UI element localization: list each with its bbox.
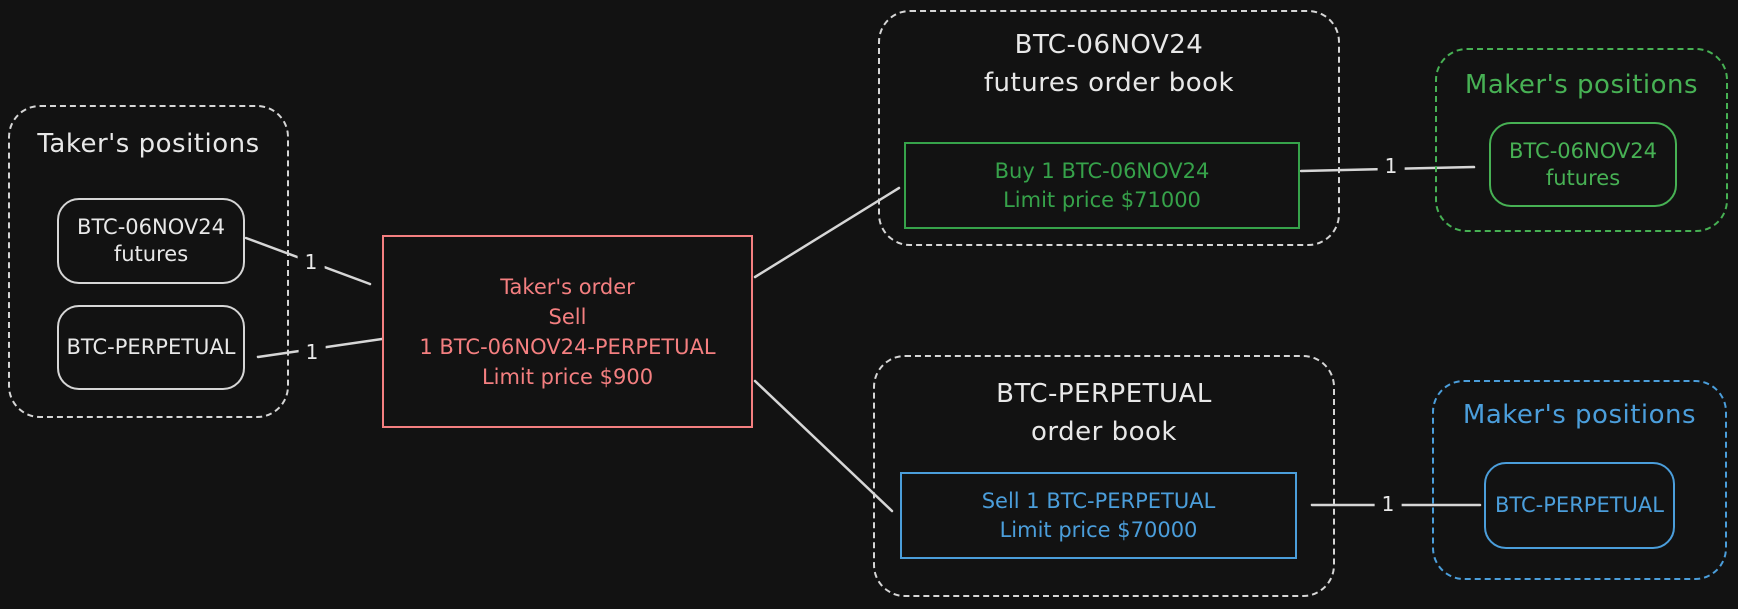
line-order-to-perpetual-book	[753, 379, 894, 513]
arrow-label-futures-to-order: 1	[297, 250, 325, 274]
maker-futures-position-line1: BTC-06NOV24	[1509, 138, 1657, 163]
futures-order-book-title-line1: BTC-06NOV24	[1014, 30, 1204, 60]
buy-order-line1: Buy 1 BTC-06NOV24	[994, 158, 1210, 183]
taker-order-line4: Limit price $900	[481, 364, 654, 389]
maker-perpetual-position-line1: BTC-PERPETUAL	[1495, 493, 1664, 517]
taker-futures-position-box: BTC-06NOV24 futures	[57, 198, 245, 284]
taker-futures-position-line1: BTC-06NOV24	[77, 215, 225, 239]
perpetual-order-book-group: BTC-PERPETUAL order book Sell 1 BTC-PERP…	[873, 355, 1335, 597]
sell-order-box: Sell 1 BTC-PERPETUAL Limit price $70000	[900, 472, 1297, 559]
taker-futures-position-line2: futures	[113, 242, 189, 266]
maker-positions-perpetual-group: Maker's positions BTC-PERPETUAL	[1432, 380, 1727, 580]
taker-perpetual-position-line1: BTC-PERPETUAL	[66, 335, 236, 359]
taker-order-box: Taker's order Sell 1 BTC-06NOV24-PERPETU…	[382, 235, 753, 428]
perpetual-order-book-title-line2: order book	[1031, 417, 1177, 447]
sell-order-line2: Limit price $70000	[999, 517, 1198, 542]
maker-futures-position-box: BTC-06NOV24 futures	[1489, 122, 1677, 207]
arrow-label-order-to-perpetual: 1	[298, 340, 326, 364]
futures-order-book-title-line2: futures order book	[983, 68, 1235, 98]
arrow-label-buy-to-maker: 1	[1377, 154, 1405, 178]
perpetual-order-book-title-line1: BTC-PERPETUAL	[996, 379, 1212, 409]
maker-positions-futures-group: Maker's positions BTC-06NOV24 futures	[1435, 48, 1728, 232]
maker-positions-perpetual-title: Maker's positions	[1462, 400, 1697, 430]
sell-order-line1: Sell 1 BTC-PERPETUAL	[981, 488, 1216, 513]
buy-order-line2: Limit price $71000	[1003, 187, 1201, 212]
taker-positions-title: Taker's positions	[37, 129, 260, 159]
futures-order-book-group: BTC-06NOV24 futures order book Buy 1 BTC…	[878, 10, 1340, 246]
arrow-label-maker-to-sell: 1	[1374, 492, 1402, 516]
taker-order-line3: 1 BTC-06NOV24-PERPETUAL	[419, 334, 716, 359]
maker-perpetual-position-box: BTC-PERPETUAL	[1484, 462, 1675, 549]
maker-futures-position-line2: futures	[1545, 165, 1621, 190]
taker-order-line2: Sell	[548, 304, 587, 329]
taker-perpetual-position-box: BTC-PERPETUAL	[57, 305, 245, 390]
taker-order-line1: Taker's order	[500, 274, 635, 299]
taker-positions-group: Taker's positions BTC-06NOV24 futures BT…	[8, 105, 289, 418]
maker-positions-futures-title: Maker's positions	[1464, 70, 1699, 100]
buy-order-box: Buy 1 BTC-06NOV24 Limit price $71000	[904, 142, 1300, 229]
